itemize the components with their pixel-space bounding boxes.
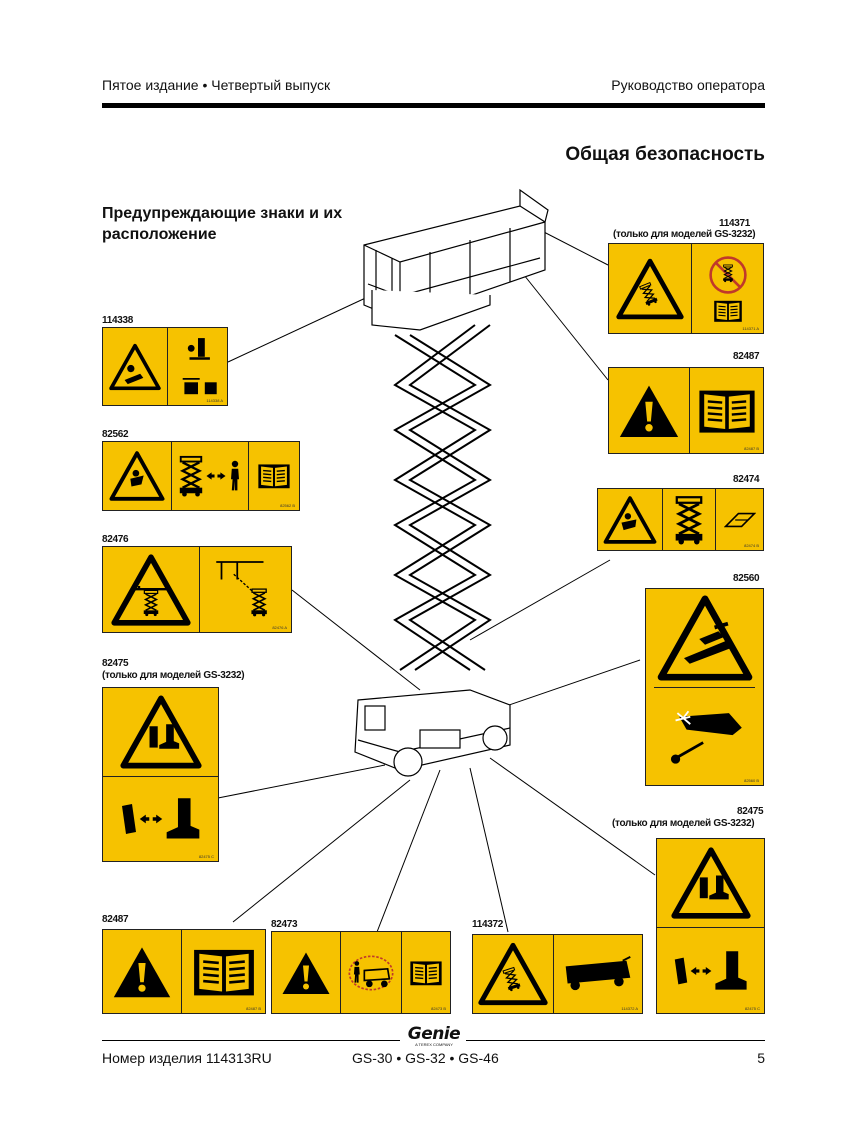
header-manual-title: Руководство оператора bbox=[611, 77, 765, 93]
warning-icon bbox=[272, 932, 341, 1013]
read-manual-icon: 82487 B bbox=[690, 368, 763, 453]
decal-82487-bottom-label: 82487 bbox=[102, 914, 129, 925]
decal-82475-left: 82475 C bbox=[102, 687, 219, 862]
transport-truck-icon: 114372 A bbox=[554, 935, 642, 1013]
lower-platform-steps-icon: 114338 A bbox=[168, 328, 227, 405]
section-title: Предупреждающие знаки и их расположение bbox=[102, 205, 343, 243]
read-manual-icon: 82474 B bbox=[716, 489, 763, 550]
decal-114371: 114371 A bbox=[608, 243, 764, 334]
crush-hand-hazard-icon bbox=[646, 589, 763, 687]
decal-82475-left-note: (только для моделей GS-3232) bbox=[102, 670, 245, 681]
power-line-clearance-icon: 82476 A bbox=[200, 547, 291, 632]
decal-114372-label: 114372 bbox=[472, 919, 504, 930]
no-riding-icon bbox=[341, 932, 402, 1013]
warning-icon bbox=[103, 930, 182, 1013]
warning-icon bbox=[609, 368, 690, 453]
decal-82473-label: 82473 bbox=[271, 919, 298, 930]
crush-hazard-icon bbox=[103, 328, 168, 405]
foot-crush-hazard-icon bbox=[103, 688, 218, 777]
decal-82473: 82473 B bbox=[271, 931, 451, 1014]
keep-clearance-icon bbox=[172, 442, 249, 510]
decal-82475-right: 82475 C bbox=[656, 838, 765, 1014]
decal-114371-note: (только для моделей GS-3232) bbox=[613, 229, 756, 240]
decal-82476: 82476 A bbox=[102, 546, 292, 633]
decal-82562: 82562 B bbox=[102, 441, 300, 511]
foot-crush-hazard-icon bbox=[657, 839, 764, 928]
lowered-platform-icon bbox=[663, 489, 716, 550]
tip-over-hazard-icon bbox=[609, 244, 692, 333]
decal-82487-right-label: 82487 bbox=[733, 351, 760, 362]
fall-hazard-icon bbox=[598, 489, 663, 550]
read-manual-icon: 82487 B bbox=[182, 930, 265, 1013]
foot-clearance-icon: 82475 C bbox=[657, 928, 764, 1013]
header-edition: Пятое издание • Четвертый выпуск bbox=[102, 77, 331, 93]
fall-hazard-icon bbox=[103, 442, 172, 510]
read-manual-icon: 82562 B bbox=[249, 442, 299, 510]
decal-82487-bottom: 82487 B bbox=[102, 929, 266, 1014]
decal-82487-right: 82487 B bbox=[608, 367, 764, 454]
foot-clearance-icon: 82475 C bbox=[103, 777, 218, 861]
tip-over-hazard-icon bbox=[473, 935, 554, 1013]
decal-82475-left-label: 82475 bbox=[102, 658, 129, 669]
decal-114338-label: 114338 bbox=[102, 315, 134, 326]
decal-114371-label: 114371 bbox=[719, 218, 751, 229]
decal-82474-label: 82474 bbox=[733, 474, 760, 485]
part-number: Номер изделия 114313RU bbox=[102, 1050, 272, 1066]
models: GS-30 • GS-32 • GS-46 bbox=[352, 1050, 499, 1066]
decal-82562-label: 82562 bbox=[102, 429, 129, 440]
battery-spark-hazard-icon: 82560 B bbox=[646, 688, 763, 785]
footer-rule-right bbox=[466, 1040, 765, 1041]
header-rule bbox=[102, 103, 765, 108]
brand-subtitle: A TEREX COMPANY bbox=[415, 1042, 453, 1047]
genie-logo: Genie A TEREX COMPANY bbox=[404, 1024, 464, 1047]
decal-82476-label: 82476 bbox=[102, 534, 129, 545]
decal-82560-label: 82560 bbox=[733, 573, 760, 584]
decal-82560: 82560 B bbox=[645, 588, 764, 786]
page-number: 5 bbox=[757, 1050, 765, 1066]
decal-82475-right-label: 82475 bbox=[737, 806, 764, 817]
page-title: Общая безопасность bbox=[565, 144, 765, 165]
read-manual-icon: 82473 B bbox=[402, 932, 450, 1013]
decal-114372: 114372 A bbox=[472, 934, 643, 1014]
no-outdoor-use-icon: 114371 A bbox=[692, 244, 763, 333]
decal-82474: 82474 B bbox=[597, 488, 764, 551]
brand-name: Genie bbox=[407, 1024, 461, 1044]
footer-rule-left bbox=[102, 1040, 400, 1041]
decal-114338: 114338 A bbox=[102, 327, 228, 406]
electrocution-hazard-icon bbox=[103, 547, 200, 632]
decal-82475-right-note: (только для моделей GS-3232) bbox=[612, 818, 755, 829]
